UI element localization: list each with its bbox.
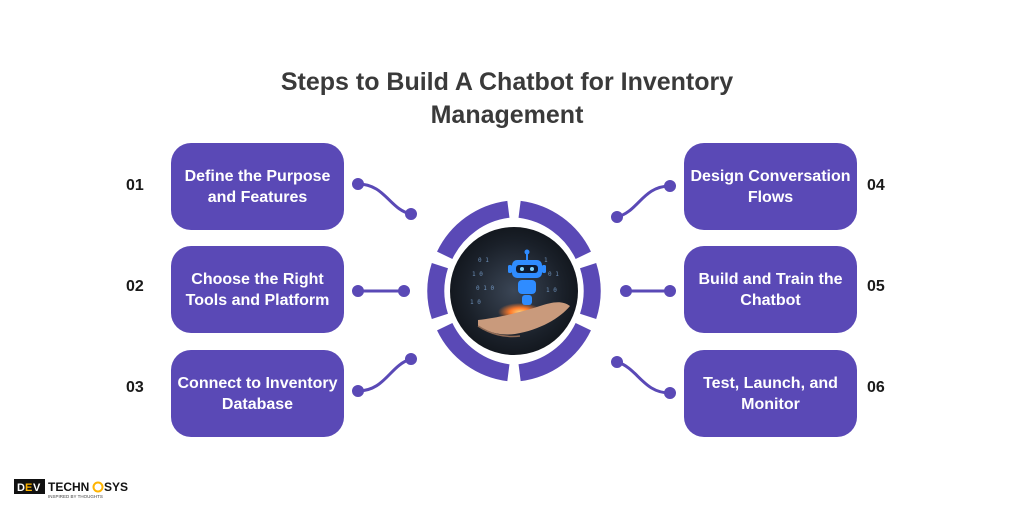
svg-text:INSPIRED BY THOUGHTS: INSPIRED BY THOUGHTS xyxy=(48,494,103,499)
svg-text:1 0: 1 0 xyxy=(470,299,481,306)
center-ring xyxy=(427,200,601,382)
svg-text:1 0: 1 0 xyxy=(472,271,483,278)
step-box-05: Build and Train the Chatbot xyxy=(684,246,857,333)
svg-text:TECHN: TECHN xyxy=(48,480,89,494)
svg-text:E: E xyxy=(25,482,32,494)
svg-text:V: V xyxy=(33,482,41,494)
step-number-05: 05 xyxy=(867,278,885,295)
connector-04 xyxy=(611,180,676,223)
brand-logo: D E V TECHN SYS INSPIRED BY THOUGHTS xyxy=(14,478,134,505)
connector-01 xyxy=(352,178,417,220)
step-number-04: 04 xyxy=(867,177,885,194)
title-line-1: Steps to Build A Chatbot for Inventory xyxy=(280,68,734,96)
page-title: Steps to Build A Chatbot for Inventory M… xyxy=(257,66,757,132)
connector-05 xyxy=(620,285,676,297)
svg-text:SYS: SYS xyxy=(104,480,128,494)
svg-text:0 1 0: 0 1 0 xyxy=(476,285,494,292)
title-line-2: Management xyxy=(430,101,584,129)
connector-02 xyxy=(352,285,410,297)
step-box-01: Define the Purpose and Features xyxy=(171,143,344,230)
step-number-02: 02 xyxy=(126,278,144,295)
step-box-02: Choose the Right Tools and Platform xyxy=(171,246,344,333)
dev-technosys-logo-icon: D E V TECHN SYS INSPIRED BY THOUGHTS xyxy=(14,479,128,499)
connector-03 xyxy=(352,353,417,397)
svg-text:1: 1 xyxy=(544,257,548,264)
step-number-03: 03 xyxy=(126,379,144,396)
step-number-06: 06 xyxy=(867,379,885,396)
svg-text:1 0: 1 0 xyxy=(546,287,557,294)
svg-text:0 1: 0 1 xyxy=(478,257,489,264)
svg-text:0 1: 0 1 xyxy=(548,271,559,278)
step-box-03: Connect to Inventory Database xyxy=(171,350,344,437)
step-number-01: 01 xyxy=(126,177,144,194)
connector-06 xyxy=(611,356,676,399)
svg-text:D: D xyxy=(17,482,25,494)
robot-hand-icon: 0 1 1 0 0 1 0 1 0 1 0 1 1 0 xyxy=(450,227,578,355)
step-box-04: Design Conversation Flows xyxy=(684,143,857,230)
step-box-06: Test, Launch, and Monitor xyxy=(684,350,857,437)
